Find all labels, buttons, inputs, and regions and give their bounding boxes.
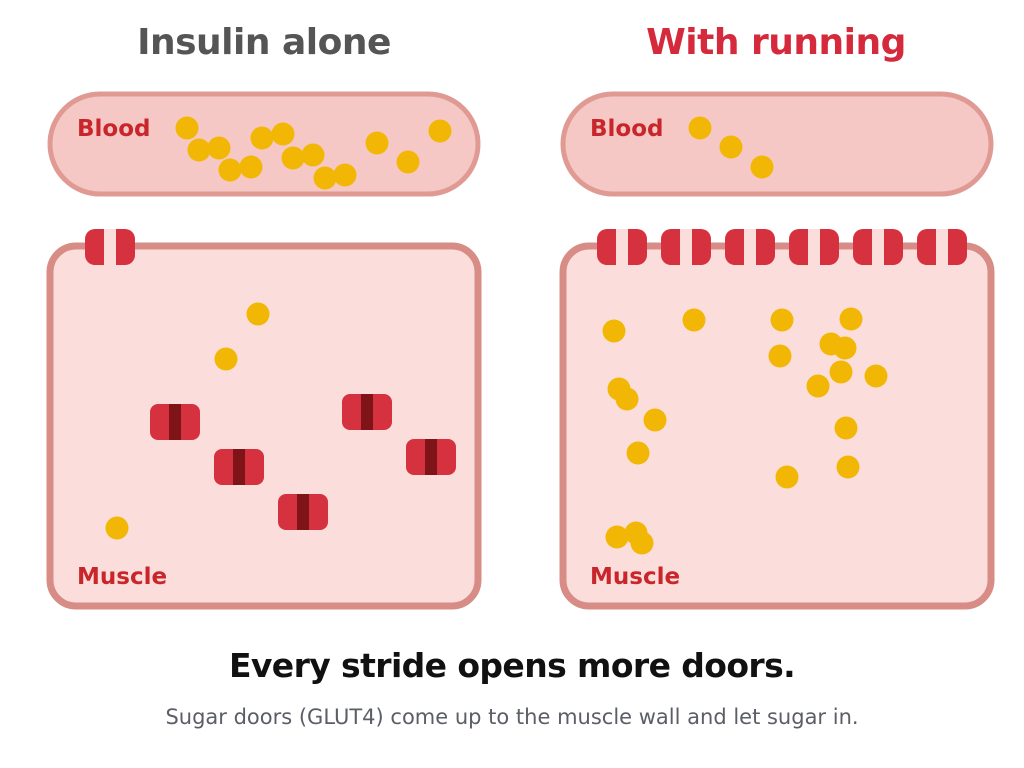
glut4-door — [342, 394, 392, 430]
sugar-molecule — [719, 135, 743, 159]
muscle-cell — [559, 242, 995, 610]
sugar-molecule — [615, 387, 639, 411]
sugar-molecule — [602, 319, 626, 343]
sugar-molecule — [239, 155, 263, 179]
glut4-door-membrane — [917, 229, 967, 265]
glut4-door-membrane — [597, 229, 647, 265]
glut4-door-membrane — [725, 229, 775, 265]
glut4-door-membrane — [853, 229, 903, 265]
sugar-molecule — [839, 307, 863, 331]
sugar-molecule — [105, 516, 129, 540]
blood-vessel — [560, 91, 994, 197]
muscle-sugar-group — [602, 307, 888, 555]
sugar-molecule — [688, 116, 712, 140]
glut4-door-membrane — [789, 229, 839, 265]
sugar-molecule — [313, 166, 337, 190]
glut4-door — [406, 439, 456, 475]
sugar-molecule — [836, 455, 860, 479]
muscle-label: Muscle — [590, 564, 680, 590]
sugar-molecule — [770, 308, 794, 332]
sugar-molecule — [864, 364, 888, 388]
muscle-label: Muscle — [77, 564, 167, 590]
sugar-molecule — [643, 408, 667, 432]
blood-sugar-group — [688, 116, 774, 179]
sugar-molecule — [768, 344, 792, 368]
sugar-molecule — [682, 308, 706, 332]
sugar-molecule — [396, 150, 420, 174]
blood-label: Blood — [590, 116, 663, 142]
sugar-molecule — [605, 525, 629, 549]
sugar-molecule — [187, 138, 211, 162]
glut4-door — [214, 449, 264, 485]
sugar-molecule — [333, 163, 357, 187]
sugar-molecule — [250, 126, 274, 150]
sugar-molecule — [214, 347, 238, 371]
glut4-door-membrane — [661, 229, 711, 265]
sugar-molecule — [246, 302, 270, 326]
sugar-molecule — [365, 131, 389, 155]
blood-sugar-group — [175, 116, 452, 190]
sugar-molecule — [271, 122, 295, 146]
sugar-molecule — [301, 143, 325, 167]
panel-title-insulin-alone: Insulin alone — [137, 22, 391, 63]
muscle-sugar-group — [105, 302, 270, 540]
panel-title-with-running: With running — [646, 22, 906, 63]
sugar-molecule — [833, 336, 857, 360]
caption-subtext: Sugar doors (GLUT4) come up to the muscl… — [165, 705, 859, 729]
sugar-uptake-diagram: Blood Muscle Blood Muscle — [46, 91, 995, 610]
blood-label: Blood — [77, 116, 150, 142]
sugar-molecule — [750, 155, 774, 179]
sugar-molecule — [775, 465, 799, 489]
membrane-doors — [85, 229, 135, 265]
glut4-door — [150, 404, 200, 440]
sugar-molecule — [218, 158, 242, 182]
glut4-door-membrane — [85, 229, 135, 265]
membrane-doors — [597, 229, 967, 265]
internal-doors — [150, 394, 456, 530]
sugar-molecule — [626, 441, 650, 465]
sugar-molecule — [207, 136, 231, 160]
panel-with-running: Blood Muscle — [559, 91, 995, 610]
sugar-molecule — [806, 374, 830, 398]
caption-headline: Every stride opens more doors. — [228, 646, 796, 685]
sugar-molecule — [428, 119, 452, 143]
sugar-molecule — [281, 146, 305, 170]
sugar-molecule — [834, 416, 858, 440]
sugar-molecule — [829, 360, 853, 384]
sugar-molecule — [630, 531, 654, 555]
muscle-cell — [46, 242, 482, 610]
panel-insulin-alone: Blood Muscle — [46, 91, 482, 610]
glut4-door — [278, 494, 328, 530]
sugar-molecule — [175, 116, 199, 140]
